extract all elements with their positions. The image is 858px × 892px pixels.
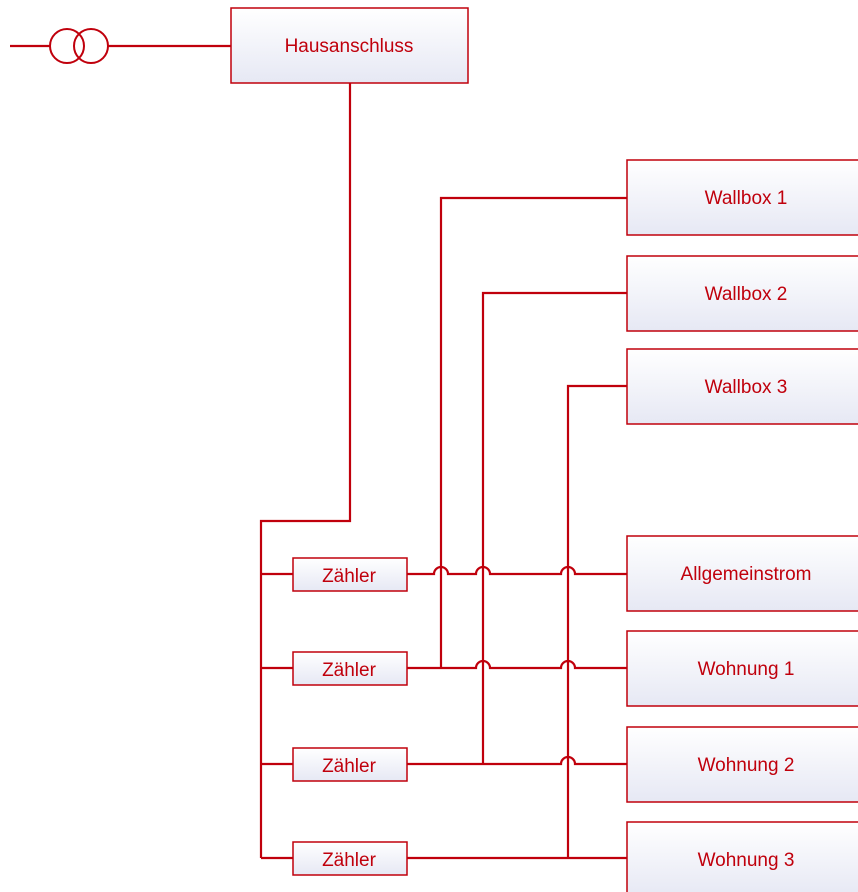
consumer-box-wohnung-1: Wohnung 1: [626, 630, 858, 707]
meter-label: Zähler: [322, 850, 377, 871]
meter-box: Zähler: [292, 747, 408, 782]
wallbox-risers: [439, 196, 627, 858]
meter-box: Zähler: [292, 651, 408, 686]
consumer-label: Wallbox 3: [705, 377, 788, 398]
meter-box: Zähler: [292, 841, 408, 876]
consumer-label: Wallbox 1: [705, 188, 788, 209]
meter-label: Zähler: [322, 566, 377, 587]
consumer-box-wallbox-1: Wallbox 1: [626, 159, 858, 236]
meter-label: Zähler: [322, 756, 377, 777]
consumer-label: Wohnung 1: [698, 659, 795, 680]
consumer-box-wallbox-3: Wallbox 3: [626, 348, 858, 425]
meter-label: Zähler: [322, 660, 377, 681]
consumer-box-wohnung-2: Wohnung 2: [626, 726, 858, 803]
main-feed-line: [259, 83, 352, 858]
house-connection-box: Hausanschluss: [230, 7, 469, 84]
consumer-label: Wohnung 3: [698, 850, 795, 871]
consumer-label: Wohnung 2: [698, 755, 795, 776]
consumer-box-wohnung-3: Wohnung 3: [626, 821, 858, 892]
consumer-box-allgemeinstrom: Allgemeinstrom: [626, 535, 858, 612]
consumer-label: Wallbox 2: [705, 284, 788, 305]
consumer-box-wallbox-2: Wallbox 2: [626, 255, 858, 332]
transformer-icon: [10, 28, 231, 64]
house-connection-label: Hausanschluss: [285, 36, 414, 57]
consumer-feeds: [407, 565, 627, 860]
consumer-label: Allgemeinstrom: [681, 564, 812, 585]
bus-taps: [261, 572, 293, 860]
meter-box: Zähler: [292, 557, 408, 592]
